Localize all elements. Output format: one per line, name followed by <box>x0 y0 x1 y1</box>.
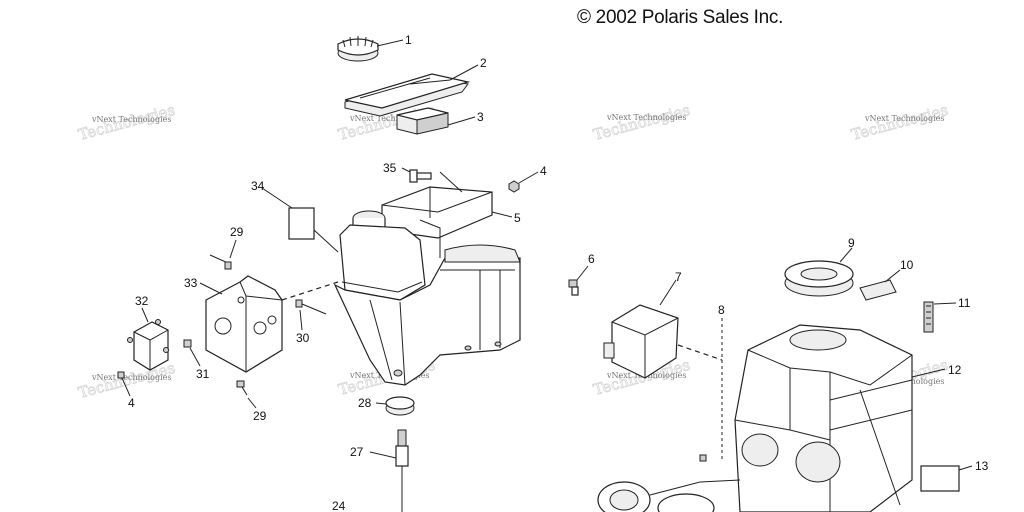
callout-9: 9 <box>848 236 855 250</box>
callout-32: 32 <box>135 294 149 308</box>
watermark-3: Technologies vNext Technologies <box>591 100 692 144</box>
svg-text:vNext Technologies: vNext Technologies <box>91 373 171 382</box>
part-6-bolt: 6 <box>568 252 595 296</box>
part-5-oil-tank: 5 <box>333 171 521 386</box>
part-4-nut-top: 4 <box>508 164 547 193</box>
callout-13: 13 <box>975 459 989 473</box>
part-12-airbox: 12 <box>734 324 962 512</box>
callout-2: 2 <box>480 56 487 70</box>
part-7-control-module: 7 <box>603 270 682 379</box>
part-35-bolt: 35 <box>383 161 432 183</box>
callout-30: 29 <box>253 409 267 423</box>
part-3-pad: 3 <box>396 107 484 135</box>
callout-33: 33 <box>184 276 198 290</box>
svg-text:vNext Technologies: vNext Technologies <box>864 114 944 123</box>
callout-4b: 4 <box>128 396 135 410</box>
callout-35: 35 <box>383 161 397 175</box>
watermark-1: Technologies vNext Technologies <box>76 100 177 144</box>
part-2-tank-cover: 2 <box>344 56 487 117</box>
part-29-bolt-lower: 30 <box>295 299 327 345</box>
part-11-clip: 11 <box>923 296 971 333</box>
callout-34: 34 <box>251 179 265 193</box>
part-28-grommet: 28 <box>358 396 415 416</box>
watermark-4: Technologies vNext Technologies <box>849 100 950 144</box>
part-13-decal: 13 <box>920 459 989 492</box>
part-8-pin: 8 <box>699 303 725 462</box>
callout-24: 24 <box>332 499 346 512</box>
part-34-decal: 34 <box>251 179 339 253</box>
part-10-decal: 10 <box>859 258 914 301</box>
callout-8: 8 <box>718 303 725 317</box>
callout-5: 5 <box>514 211 521 225</box>
intake-ducts <box>597 479 741 512</box>
callout-4a: 4 <box>540 164 547 178</box>
callout-10: 10 <box>900 258 914 272</box>
callout-12: 12 <box>948 363 962 377</box>
part-4-screw-lower: 4 <box>117 371 135 410</box>
part-27-fitting: 27 <box>350 429 409 512</box>
callout-1: 1 <box>405 33 412 47</box>
part-32-oil-pump: 32 <box>127 294 169 371</box>
callout-27: 27 <box>350 445 364 459</box>
part-33-bracket: 33 <box>184 275 283 373</box>
callout-29b: 30 <box>296 331 310 345</box>
callout-7: 7 <box>675 270 682 284</box>
part-1-filler-cap: 1 <box>337 33 412 62</box>
svg-text:vNext Technologies: vNext Technologies <box>606 113 686 122</box>
callout-6: 6 <box>588 252 595 266</box>
part-9-foam-ring: 9 <box>784 236 855 297</box>
part-31-grommet: 31 <box>183 339 210 381</box>
callout-11: 11 <box>958 296 971 310</box>
svg-text:Technologies: Technologies <box>591 101 692 144</box>
part-29-bolt-upper: 29 <box>209 225 244 270</box>
watermark-5: Technologies vNext Technologies <box>76 358 177 402</box>
svg-text:vNext Technologies: vNext Technologies <box>349 114 429 123</box>
callout-28: 28 <box>358 396 372 410</box>
part-24-oil-line: 24 <box>332 499 346 512</box>
svg-text:vNext Technologies: vNext Technologies <box>91 115 171 124</box>
callout-3: 3 <box>477 110 484 124</box>
part-30-bolt: 29 <box>236 380 267 423</box>
callout-29a: 29 <box>230 225 244 239</box>
copyright-notice: © 2002 Polaris Sales Inc. <box>577 7 784 28</box>
assembly-line-module <box>677 344 723 361</box>
callout-31: 31 <box>196 367 210 381</box>
assembly-line-bracket <box>281 281 339 301</box>
